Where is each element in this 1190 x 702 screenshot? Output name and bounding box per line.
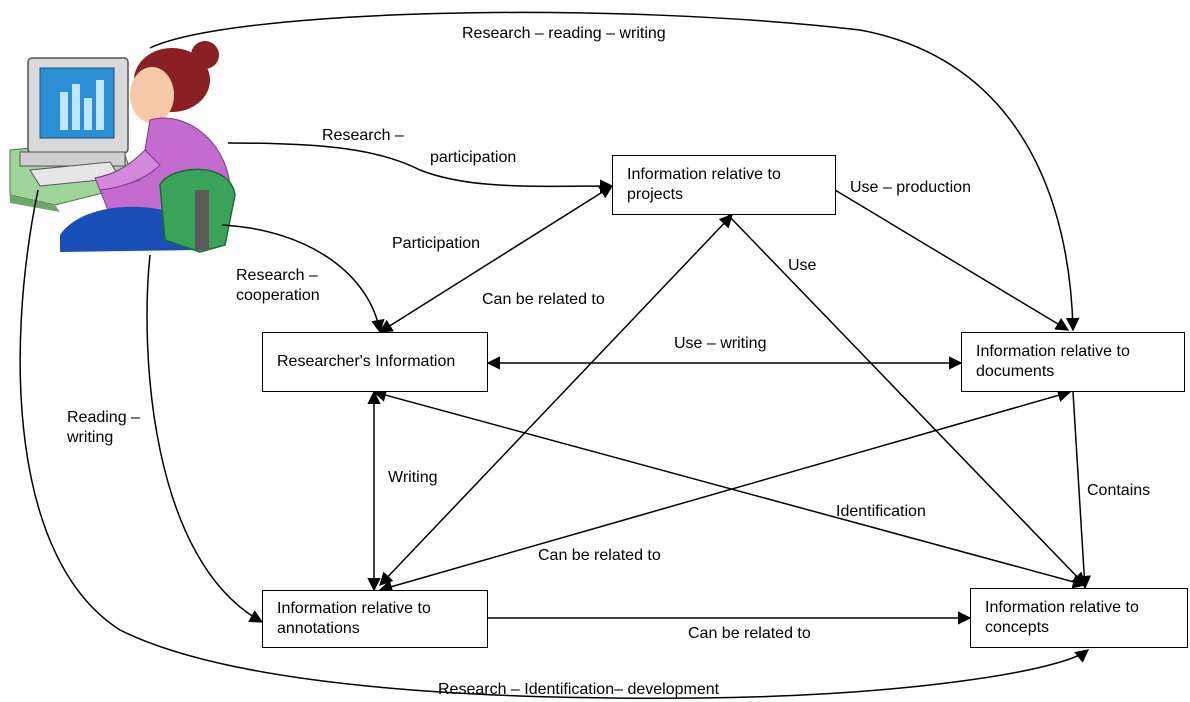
node-annotations-label: Information relative to annotations: [277, 600, 431, 637]
label-participation: Participation: [392, 235, 481, 252]
node-researcher: Researcher's Information: [262, 332, 488, 392]
edge-reading-writing: [146, 254, 264, 623]
edge-participation: [378, 185, 614, 333]
label-contains: Contains: [1087, 482, 1151, 499]
edge-research-cooperation: [221, 224, 385, 334]
label-reading-writing-2: writing: [67, 429, 114, 446]
label-use-writing: Use – writing: [674, 335, 767, 352]
node-concepts-label: Information relative to concepts: [985, 599, 1139, 636]
node-researcher-label: Researcher's Information: [277, 353, 456, 370]
node-projects: Information relative to projects: [612, 155, 836, 215]
edge-identification: [372, 388, 1087, 589]
label-research-identification-development: Research – Identification– development: [438, 681, 720, 698]
edge-research-participation: [227, 142, 614, 193]
label-research-cooperation-2: cooperation: [236, 287, 320, 304]
edge-research-identification-development: [19, 189, 1090, 699]
edge-research-reading-writing: [149, 11, 1080, 332]
edge-contains: [1072, 391, 1091, 590]
researcher-at-computer-icon: [9, 41, 236, 253]
label-research-participation-2: participation: [430, 149, 517, 166]
label-can-be-related-to-bottom: Can be related to: [688, 625, 811, 642]
node-documents-label: Information relative to documents: [976, 343, 1130, 380]
node-projects-label: Information relative to projects: [627, 166, 781, 203]
node-concepts: Information relative to concepts: [970, 588, 1188, 648]
label-use: Use: [788, 257, 817, 274]
label-research-participation-1: Research –: [322, 127, 404, 144]
node-annotations: Information relative to annotations: [262, 590, 488, 648]
edge-annotations-projects: [379, 214, 733, 586]
label-reading-writing-1: Reading –: [67, 409, 140, 426]
label-writing: Writing: [388, 469, 438, 486]
label-research-reading-writing: Research – reading – writing: [462, 25, 666, 42]
label-use-production: Use – production: [850, 179, 971, 196]
edge-use-production: [834, 189, 1070, 331]
label-can-be-related-to-mid: Can be related to: [538, 547, 661, 564]
edge-lines: [19, 11, 1091, 699]
node-documents: Information relative to documents: [961, 332, 1185, 392]
edge-annotations-documents: [378, 388, 1072, 594]
edge-use: [727, 214, 1086, 586]
label-can-be-related-to-top: Can be related to: [482, 291, 605, 308]
label-identification: Identification: [836, 503, 926, 520]
label-research-cooperation-1: Research –: [236, 267, 318, 284]
